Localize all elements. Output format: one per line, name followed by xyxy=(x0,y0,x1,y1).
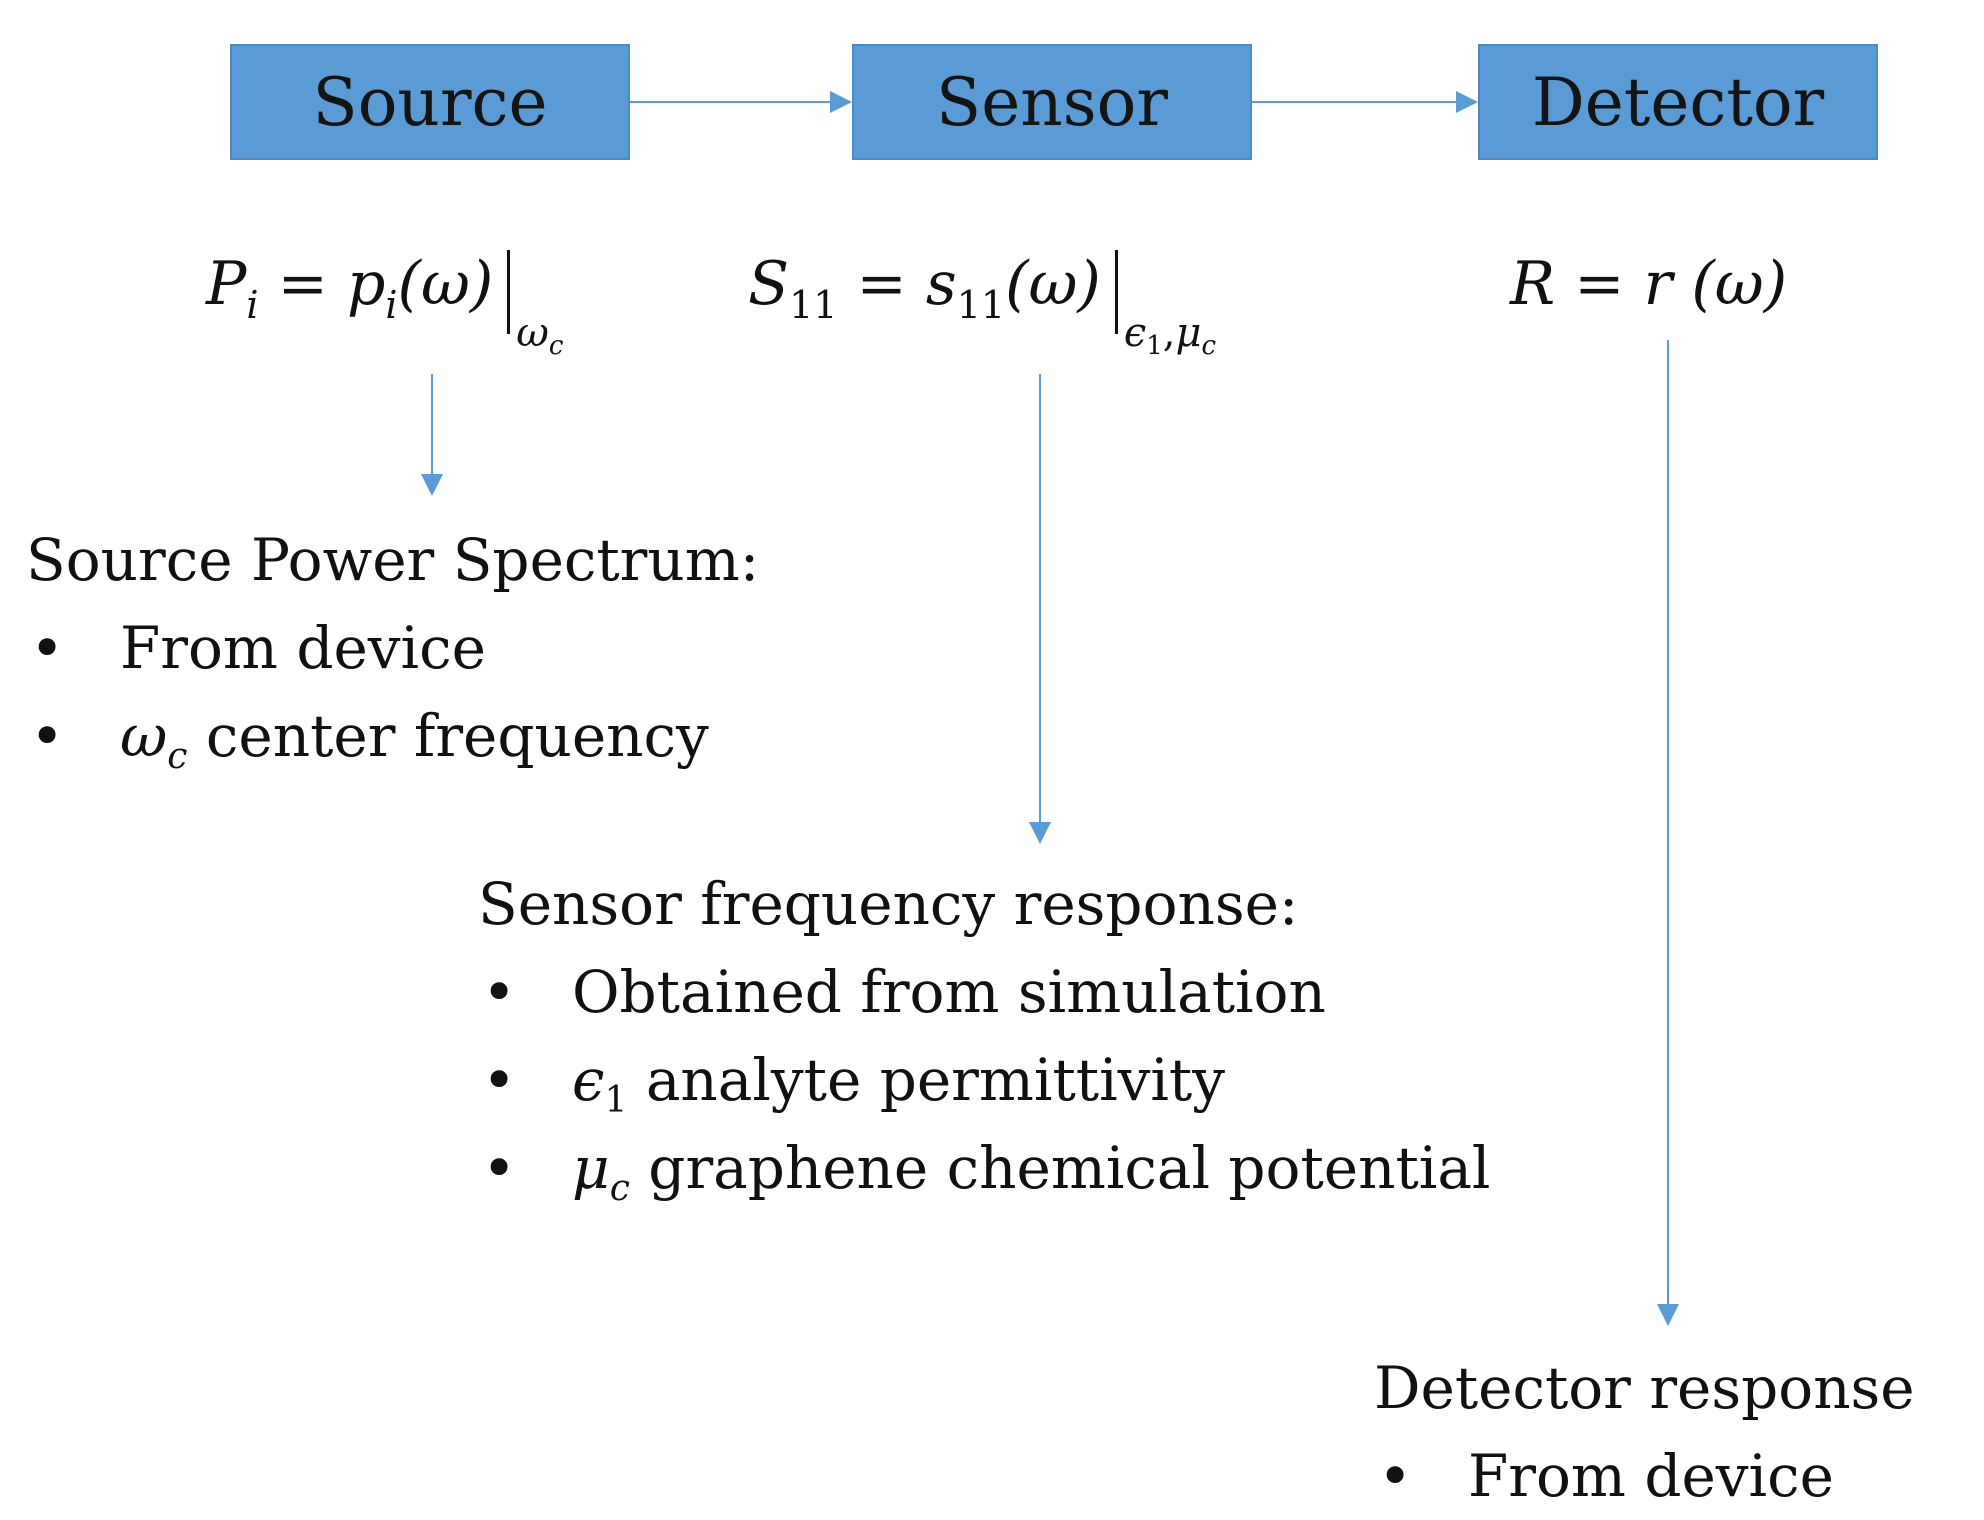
eq-detector-fn: r xyxy=(1643,249,1673,319)
eq-sensor-eval-symbol-2: μ xyxy=(1175,310,1202,356)
eq-source-lhs: P xyxy=(206,249,247,319)
eval-bar xyxy=(507,250,511,334)
source-description-heading: Source Power Spectrum: xyxy=(26,526,760,594)
eq-source-lhs-sub: i xyxy=(246,283,259,327)
eq-source-eval-symbol: ω xyxy=(516,310,549,356)
source-equation: Pi = pi(ω)ωc xyxy=(206,249,563,359)
detector-box-label: Detector xyxy=(1531,63,1825,141)
mu-c-symbol: μc xyxy=(572,1134,630,1207)
source-bullet-2-text: center frequency xyxy=(187,702,709,770)
sensor-bullet-1: Obtained from simulation xyxy=(478,948,1490,1036)
detector-description: Detector response From device xyxy=(1374,1344,1915,1520)
eq-source-eval: ωc xyxy=(516,310,563,359)
eq-detector-equals: = xyxy=(1574,249,1625,319)
sensor-bullet-1-text: Obtained from simulation xyxy=(572,958,1326,1026)
sensor-box: Sensor xyxy=(852,44,1252,160)
eq-sensor-eval-sub-2: c xyxy=(1201,331,1217,361)
sensor-bullet-2-text: analyte permittivity xyxy=(627,1046,1226,1114)
sensor-equation: S11 = s11(ω)ϵ1,μc xyxy=(748,249,1216,359)
epsilon-symbol: ϵ xyxy=(572,1046,605,1114)
detector-bullet-1: From device xyxy=(1374,1432,1915,1520)
source-bullet-1-text: From device xyxy=(120,614,486,682)
omega-symbol: ω xyxy=(120,702,168,770)
detector-description-heading: Detector response xyxy=(1374,1354,1915,1422)
source-box: Source xyxy=(230,44,630,160)
detector-equation: R = r (ω) xyxy=(1510,254,1787,314)
eval-bar xyxy=(1114,250,1118,334)
eq-sensor-arg: (ω) xyxy=(1005,249,1101,319)
eq-sensor-equals: = xyxy=(856,249,907,319)
mu-subscript: c xyxy=(609,1168,630,1209)
source-bullet-2: ωc center frequency xyxy=(26,692,759,780)
eq-sensor-eval: ϵ1,μc xyxy=(1123,310,1216,359)
eq-sensor-eval-sub-1: 1 xyxy=(1146,331,1163,361)
eq-source-fn-sub: i xyxy=(385,283,398,327)
sensor-description-heading: Sensor frequency response: xyxy=(478,870,1299,938)
sensor-description: Sensor frequency response: Obtained from… xyxy=(478,860,1490,1212)
epsilon-subscript: 1 xyxy=(604,1080,628,1121)
mu-symbol: μ xyxy=(572,1134,610,1202)
detector-box: Detector xyxy=(1478,44,1878,160)
eq-source-arg: (ω) xyxy=(397,249,494,319)
eq-sensor-lhs: S xyxy=(748,249,790,319)
sensor-bullet-3-text: graphene chemical potential xyxy=(629,1134,1491,1202)
sensor-box-label: Sensor xyxy=(936,63,1168,141)
eq-source-eval-sub: c xyxy=(548,331,564,361)
source-box-label: Source xyxy=(312,63,548,141)
eq-sensor-fn: s xyxy=(925,249,957,319)
eq-source-equals: = xyxy=(277,249,328,319)
detector-bullet-1-text: From device xyxy=(1468,1442,1834,1510)
sensor-bullet-2: ϵ1 analyte permittivity xyxy=(478,1036,1490,1124)
source-description: Source Power Spectrum: From device ωc ce… xyxy=(26,516,759,780)
eq-source-fn: p xyxy=(346,249,386,319)
omega-subscript: c xyxy=(167,736,188,777)
eq-sensor-eval-symbol-1: ϵ xyxy=(1123,310,1147,356)
eq-sensor-lhs-sub: 11 xyxy=(789,283,838,327)
eq-sensor-fn-sub: 11 xyxy=(956,283,1006,327)
epsilon-1-symbol: ϵ1 xyxy=(572,1046,627,1119)
omega-c-symbol: ωc xyxy=(120,702,187,775)
source-bullet-1: From device xyxy=(26,604,759,692)
eq-detector-arg: (ω) xyxy=(1691,249,1788,319)
sensor-bullet-3: μc graphene chemical potential xyxy=(478,1124,1490,1212)
eq-sensor-eval-sep: , xyxy=(1162,310,1176,356)
eq-detector-lhs: R xyxy=(1510,249,1556,319)
